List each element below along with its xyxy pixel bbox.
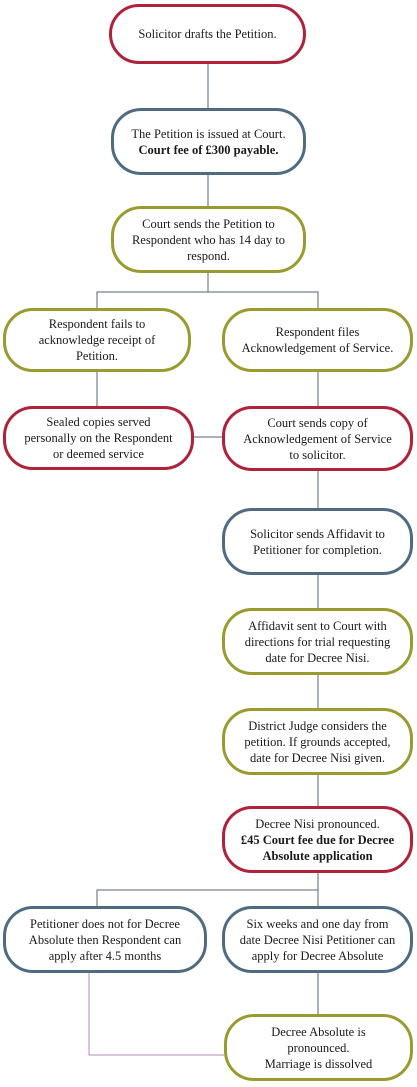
node-decree-nisi-fee-line2: Absolute application <box>262 848 373 863</box>
node-court-sends-petition-line2: Respondent who has 14 day to <box>131 232 286 247</box>
node-sealed-copies: Sealed copies served personally on the R… <box>3 406 194 470</box>
node-court-sends-copy-line1: Court sends copy of <box>267 415 368 430</box>
node-six-weeks-line3: apply for Decree Absolute <box>251 948 384 963</box>
node-decree-nisi: Decree Nisi pronounced. £45 Court fee du… <box>222 806 413 873</box>
node-petition-issued-fee: Court fee of £300 payable. <box>138 142 279 157</box>
node-decree-nisi-line1: Decree Nisi pronounced. <box>255 816 380 831</box>
node-sealed-copies-line1: Sealed copies served <box>46 415 151 429</box>
node-respondent-files: Respondent files Acknowledgement of Serv… <box>222 308 413 372</box>
node-solicitor-sends-affidavit: Solicitor sends Affidavit to Petitioner … <box>222 508 413 575</box>
node-court-sends-copy-line2: Acknowledgement of Service <box>243 431 392 446</box>
node-petitioner-does-not-apply-line3: apply after 4.5 months <box>48 948 162 963</box>
node-solicitor-drafts-text: Solicitor drafts the Petition. <box>138 27 277 41</box>
node-court-sends-petition: Court sends the Petition to Respondent w… <box>111 206 306 273</box>
node-decree-absolute-line3: Marriage is dissolved <box>264 1056 373 1071</box>
node-court-sends-copy: Court sends copy of Acknowledgement of S… <box>222 406 413 471</box>
node-decree-absolute-line1: Decree Absolute is <box>271 1024 366 1039</box>
node-respondent-files-line2: Acknowledgement of Service. <box>241 341 394 355</box>
node-district-judge-line2: petition. If grounds accepted, <box>244 734 391 749</box>
node-respondent-files-line1: Respondent files <box>275 325 360 339</box>
node-court-sends-petition-line1: Court sends the Petition to <box>142 216 275 231</box>
connector-nisi-branch <box>96 873 319 906</box>
node-affidavit-sent-court-line3: date for Decree Nisi. <box>265 650 370 665</box>
node-respondent-fails-line3: Petition. <box>75 349 118 363</box>
node-court-sends-petition-line3: respond. <box>187 248 230 263</box>
node-respondent-fails: Respondent fails to acknowledge receipt … <box>3 308 191 372</box>
node-petition-issued-line1: The Petition is issued at Court. <box>131 126 286 141</box>
node-solicitor-sends-affidavit-line2: Petitioner for completion. <box>253 542 382 557</box>
node-decree-nisi-fee-line1: £45 Court fee due for Decree <box>240 832 395 847</box>
node-six-weeks-line1: Six weeks and one day from <box>246 916 389 931</box>
node-petitioner-does-not-apply-line1: Petitioner does not for Decree <box>30 916 180 931</box>
node-petitioner-does-not-apply-line2: Absolute then Respondent can <box>28 932 182 947</box>
node-petition-issued: The Petition is issued at Court. Court f… <box>111 108 306 175</box>
node-respondent-fails-line1: Respondent fails to <box>48 317 146 331</box>
node-affidavit-sent-court-line2: directions for trial requesting <box>244 634 391 649</box>
node-district-judge-line1: District Judge considers the <box>248 718 387 733</box>
node-affidavit-sent-court-line1: Affidavit sent to Court with <box>248 618 387 633</box>
node-petitioner-does-not-apply: Petitioner does not for Decree Absolute … <box>3 906 207 973</box>
node-sealed-copies-line2: personally on the Respondent <box>24 431 173 445</box>
node-six-weeks-line2: date Decree Nisi Petitioner can <box>239 932 396 947</box>
connector-sends-branch <box>96 273 209 308</box>
node-decree-absolute: Decree Absolute is pronounced. Marriage … <box>224 1014 413 1081</box>
node-respondent-fails-line2: acknowledge receipt of <box>38 333 156 347</box>
node-solicitor-sends-affidavit-line1: Solicitor sends Affidavit to <box>250 526 385 541</box>
node-solicitor-drafts: Solicitor drafts the Petition. <box>109 4 306 64</box>
node-court-sends-copy-line3: to solicitor. <box>289 447 346 462</box>
node-district-judge-line3: date for Decree Nisi given. <box>249 750 385 765</box>
node-district-judge: District Judge considers the petition. I… <box>222 708 413 775</box>
connector-petitioner-absolute <box>88 973 224 1056</box>
node-six-weeks: Six weeks and one day from date Decree N… <box>222 906 413 973</box>
connector-sends-branch-right <box>208 291 319 308</box>
node-affidavit-sent-court: Affidavit sent to Court with directions … <box>222 608 413 675</box>
node-decree-absolute-line2: pronounced. <box>287 1040 350 1055</box>
node-sealed-copies-line3: or deemed service <box>53 447 144 461</box>
